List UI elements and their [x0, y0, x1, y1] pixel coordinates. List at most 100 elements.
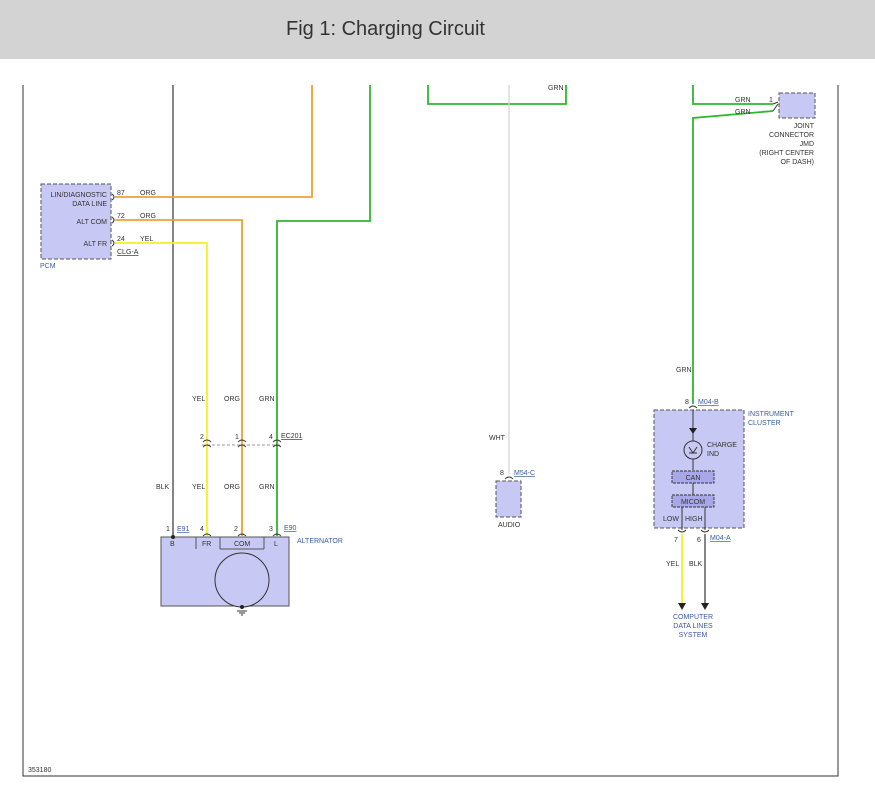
instrument-cluster: [653, 409, 745, 529]
cluster-out-pin-6: 6: [697, 537, 701, 544]
micom-block: [671, 494, 715, 508]
audio-connector: M54-C: [514, 470, 535, 477]
audio-wire-color: WHT: [489, 435, 506, 442]
alternator-ground-dot: [240, 605, 244, 609]
dest-label-1: COMPUTER: [673, 614, 713, 621]
pcm-terminal-87: [111, 193, 115, 201]
charge-ind-label-1: CHARGE: [707, 442, 737, 449]
pcm-terminal-24: [111, 239, 115, 247]
pcm-pin-72-name: ALT COM: [77, 219, 108, 226]
ground-icon: [237, 610, 247, 616]
ec201-upper-org: ORG: [224, 396, 240, 403]
alt-pin-1: 1: [166, 526, 170, 533]
ec201-upper-grn: GRN: [259, 396, 275, 403]
audio-pin: 8: [500, 470, 504, 477]
joint-label-4: (RIGHT CENTER: [759, 150, 814, 157]
alternator-symbol: [214, 552, 270, 608]
alt-conn-b: E91: [177, 526, 190, 533]
pcm-label: PCM: [40, 263, 56, 270]
audio-label: AUDIO: [498, 522, 521, 529]
joint-label-1: JOINT: [794, 123, 815, 130]
ec201-terminal-yel: [202, 439, 212, 448]
cluster-in-pin: 8: [685, 399, 689, 406]
audio-terminal: [504, 476, 514, 480]
lower-blk: BLK: [156, 484, 170, 491]
ec201-id: EC201: [281, 433, 303, 440]
wire-grn-joint-1: [692, 85, 773, 105]
figure-title: Fig 1: Charging Circuit: [286, 18, 485, 40]
wire-grn-top: [427, 85, 567, 105]
pcm-terminal-72: [111, 216, 115, 224]
lower-org: ORG: [224, 484, 240, 491]
cluster-arrow-in: [689, 428, 697, 434]
pcm-wire-87-color: ORG: [140, 190, 156, 197]
joint-label-2: CONNECTOR: [769, 132, 814, 139]
micom-label: MICOM: [681, 499, 705, 506]
cluster-out-blk: BLK: [689, 561, 703, 568]
pcm-pin-87: 87: [117, 190, 125, 197]
arrow-blk: [701, 603, 709, 610]
diagram-frame: [22, 85, 839, 777]
pcm-wire-72-color: ORG: [140, 213, 156, 220]
audio-module: [495, 480, 522, 518]
low-label: LOW: [663, 516, 679, 523]
alt-terminal-b-label: B: [170, 541, 175, 548]
joint-pin: 1: [769, 97, 773, 104]
joint-wire-1-color: GRN: [735, 97, 751, 104]
alternator-label: ALTERNATOR: [297, 538, 343, 545]
alt-terminal-fr-label: FR: [202, 541, 211, 548]
cluster-out-terminal-6: [700, 529, 710, 533]
alt-pin-2: 2: [234, 526, 238, 533]
lower-yel: YEL: [192, 484, 205, 491]
cluster-out-pin-7: 7: [674, 537, 678, 544]
alt-terminal-com-label: COM: [234, 541, 251, 548]
charge-ind-label-2: IND: [707, 451, 719, 458]
pcm-pin-87-name: LIN/DIAGNOSTIC: [51, 192, 107, 199]
can-label: CAN: [686, 475, 701, 482]
top-grn-label: GRN: [548, 85, 564, 92]
joint-link: [772, 101, 779, 105]
cluster-out-terminal-7: [677, 529, 687, 533]
figure-id: 353180: [28, 767, 51, 774]
arrow-yel: [678, 603, 686, 610]
dest-label-3: SYSTEM: [679, 632, 708, 639]
ec201-pin-2: 2: [200, 434, 204, 441]
joint-wire-2-color: GRN: [735, 109, 751, 116]
cluster-in-terminal: [688, 405, 698, 409]
wire-yel-fr: [115, 242, 208, 536]
pcm-wire-24-color: YEL: [140, 236, 153, 243]
joint-link-2: [772, 103, 779, 112]
ec201-terminal-grn: [272, 439, 282, 448]
cluster-in-connector: M04-B: [698, 399, 719, 406]
pcm-pin-87-name2: DATA LINE: [72, 201, 107, 208]
alt-pin-4: 4: [200, 526, 204, 533]
alt-pin-3: 3: [269, 526, 273, 533]
ec201-terminal-org: [237, 439, 247, 448]
alt-b-junction: [171, 535, 175, 539]
pcm-connector: CLG-A: [117, 249, 139, 256]
pcm-pin-24-name: ALT FR: [84, 241, 107, 248]
lamp-filament: [688, 446, 698, 454]
high-label: HIGH: [685, 516, 703, 523]
alt-terminal-l: [272, 533, 282, 537]
joint-connector: [778, 92, 816, 119]
joint-label-3: JMD: [800, 141, 814, 148]
pcm-pin-24: 24: [117, 236, 125, 243]
pcm-module: [40, 183, 112, 260]
wire-grn-joint-2: [692, 110, 774, 404]
cluster-label-1: INSTRUMENT: [748, 411, 795, 418]
alt-terminal-com: [237, 533, 247, 537]
joint-label-5: OF DASH): [781, 159, 814, 166]
pcm-pin-72: 72: [117, 213, 125, 220]
wire-grn-l: [276, 85, 371, 536]
dest-label-2: DATA LINES: [673, 623, 713, 630]
alt-conn-main: E90: [284, 525, 297, 532]
ec201-pin-1: 1: [235, 434, 239, 441]
lower-grn: GRN: [259, 484, 275, 491]
ec201-upper-yel: YEL: [192, 396, 205, 403]
wire-org-com: [115, 219, 243, 536]
cluster-label-2: CLUSTER: [748, 420, 781, 427]
charge-indicator-lamp-icon: [683, 440, 703, 460]
cluster-in-wire: GRN: [676, 367, 692, 374]
